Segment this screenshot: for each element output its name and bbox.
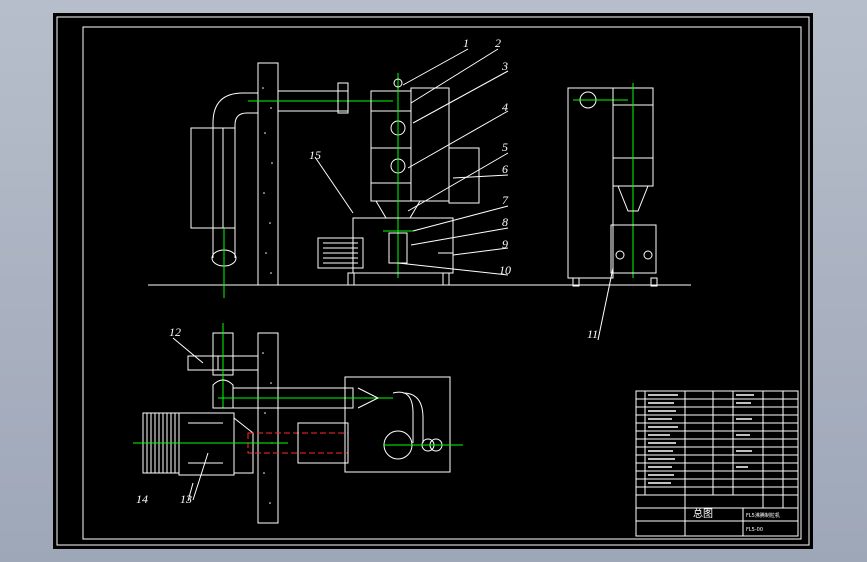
heater-box: [178, 412, 235, 476]
plan-view: [133, 323, 463, 524]
balloon-10: 10: [499, 263, 511, 277]
balloon-2: 2: [495, 36, 501, 50]
drawing-title: 总图: [693, 507, 713, 520]
balloon-15: 15: [309, 148, 321, 162]
balloon-1: 1: [463, 36, 469, 50]
balloon-14: 14: [136, 492, 148, 506]
balloon-labels: 1 2 3 4 5 6 7 8 9 10 11 12 13 14 15: [136, 36, 598, 506]
balloon-6: 6: [502, 162, 508, 176]
plan-machine-box: [344, 376, 451, 473]
inner-frame: [82, 26, 802, 540]
balloon-12: 12: [169, 325, 181, 339]
side-view: [508, 83, 691, 287]
side-cabinet: [567, 87, 614, 279]
base-frame: [352, 217, 454, 274]
left-cabinet: [190, 127, 224, 229]
balloon-11: 11: [587, 327, 598, 341]
drawing-sheet: 1 2 3 4 5 6 7 8 9 10 11 12 13 14 15: [53, 13, 813, 549]
balloon-3: 3: [501, 59, 508, 73]
outer-frame: [56, 16, 810, 546]
balloon-7: 7: [502, 193, 509, 207]
assembly-drawing: 1 2 3 4 5 6 7 8 9 10 11 12 13 14 15: [56, 16, 810, 546]
blower-housing: [317, 237, 364, 269]
balloon-5: 5: [502, 140, 508, 154]
side-box: [448, 147, 480, 204]
balloon-8: 8: [502, 215, 508, 229]
leader-lines: [172, 48, 614, 502]
balloon-4: 4: [502, 100, 508, 114]
balloon-9: 9: [502, 237, 508, 251]
wall-column: [257, 62, 279, 286]
drawing-number: FL5-00: [746, 527, 763, 533]
balloon-13: 13: [180, 492, 192, 506]
project-name: FL5沸腾制粒机: [746, 512, 780, 519]
fluid-bed-tower: [370, 90, 412, 202]
front-view: [148, 62, 553, 298]
plan-wall-column: [257, 332, 279, 524]
title-block: 总图 FL5沸腾制粒机 FL5-00: [635, 390, 799, 537]
